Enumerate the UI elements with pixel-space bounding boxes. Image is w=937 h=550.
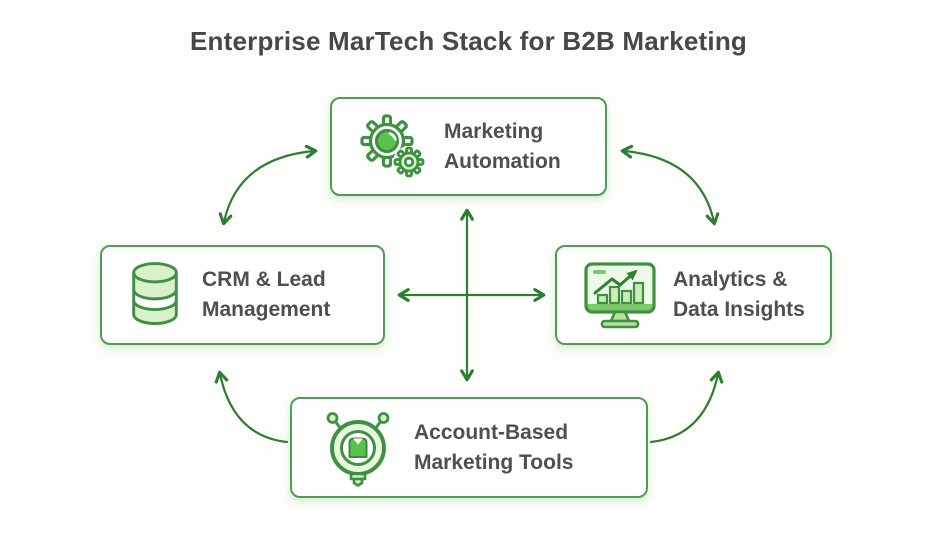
database-icon: [124, 258, 186, 332]
node-analytics-data-insights: Analytics & Data Insights: [555, 245, 832, 345]
node-label-line2: Marketing Tools: [414, 450, 574, 474]
node-label-analytics-data-insights: Analytics & Data Insights: [673, 265, 805, 325]
node-label-crm-lead-management: CRM & Lead Management: [202, 265, 330, 325]
diagram-title: Enterprise MarTech Stack for B2B Marketi…: [190, 26, 747, 56]
node-label-line1: Analytics &: [673, 268, 788, 291]
node-label-line2: Data Insights: [673, 298, 805, 321]
curved-arrow-crm-automation: [218, 144, 318, 226]
node-label-account-based-marketing-tools: Account-Based Marketing Tools: [414, 418, 573, 478]
curved-arrow-abm-crm: [214, 370, 289, 444]
analytics-monitor-icon: [581, 257, 659, 333]
node-label-line2: Management: [202, 298, 331, 321]
node-label-line1: Marketing: [444, 119, 544, 143]
node-label-marketing-automation: Marketing Automation: [444, 117, 561, 177]
node-label-line1: Account-Based: [414, 420, 569, 444]
target-bulb-icon: [320, 407, 396, 489]
node-account-based-marketing-tools: Account-Based Marketing Tools: [290, 397, 648, 498]
curved-arrow-abm-analytics: [649, 370, 724, 444]
node-marketing-automation: Marketing Automation: [330, 97, 607, 196]
gears-icon: [356, 111, 428, 183]
node-label-line1: CRM & Lead: [202, 268, 326, 291]
curved-arrow-automation-analytics: [620, 144, 720, 226]
node-label-line2: Automation: [444, 149, 561, 173]
node-crm-lead-management: CRM & Lead Management: [100, 245, 385, 345]
